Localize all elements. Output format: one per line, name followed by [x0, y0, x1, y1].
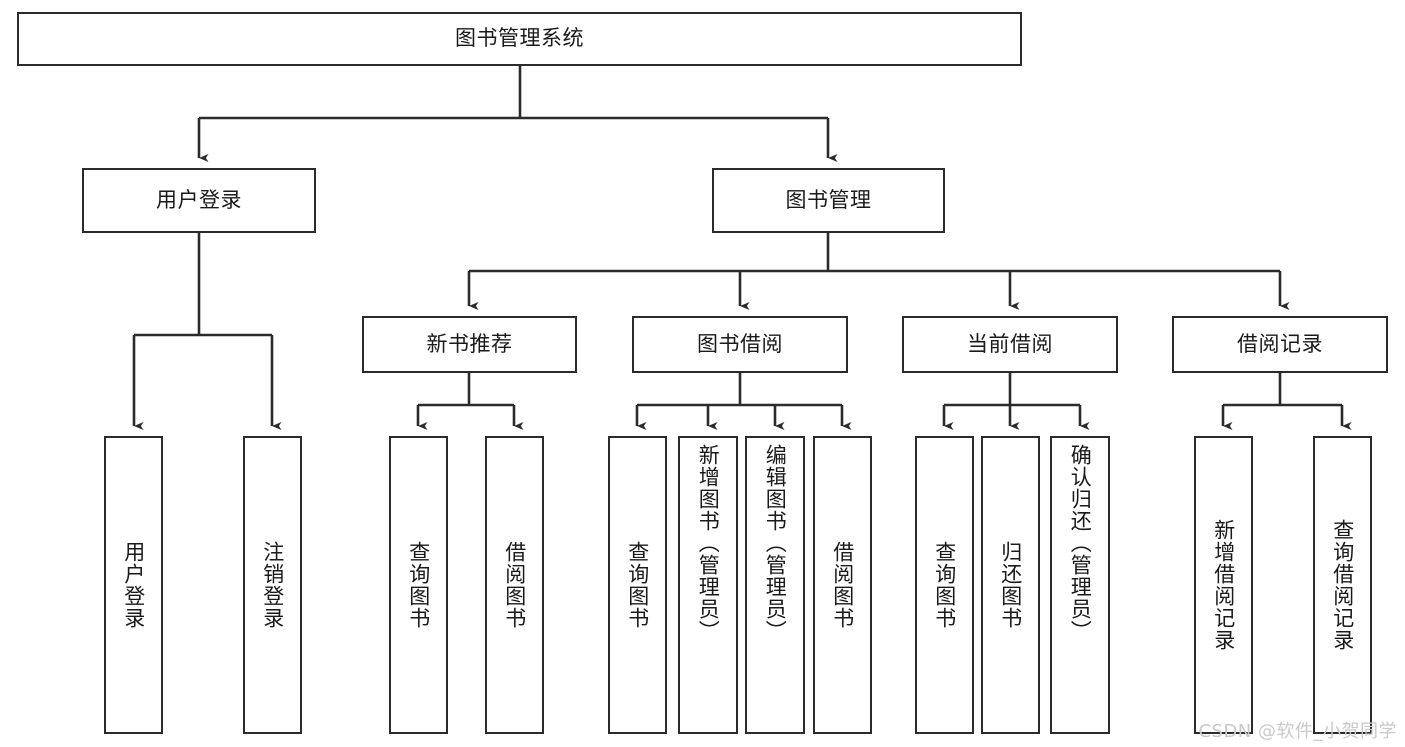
node-root-label: 图书管理系统	[455, 26, 584, 51]
node-book-borrow[interactable]: 图书借阅	[632, 316, 848, 373]
leaf-query-book-3[interactable]: 查询图书	[915, 436, 974, 734]
node-book-manage[interactable]: 图书管理	[712, 168, 945, 233]
leaf-query-book-3-label: 查询图书	[932, 541, 957, 629]
node-user-login[interactable]: 用户登录	[82, 168, 316, 233]
edge-group-book-borrow	[635, 373, 852, 430]
node-book-borrow-label: 图书借阅	[697, 331, 783, 356]
node-book-manage-label: 图书管理	[785, 187, 872, 212]
leaf-add-record[interactable]: 新增借阅记录	[1194, 436, 1253, 734]
node-borrow-record-label: 借阅记录	[1237, 331, 1323, 356]
edge-group-new-book-recommend	[416, 373, 524, 430]
leaf-user-login[interactable]: 用户登录	[104, 436, 163, 734]
leaf-user-logout[interactable]: 注销登录	[243, 436, 302, 734]
edge-group-user-login	[132, 233, 282, 430]
leaf-return-book[interactable]: 归还图书	[981, 436, 1040, 734]
leaf-query-book-1[interactable]: 查询图书	[389, 436, 448, 734]
leaf-return-book-label: 归还图书	[998, 541, 1023, 629]
leaf-add-book[interactable]: 新增图书（管理员）	[678, 436, 738, 734]
leaf-add-book-label: 新增图书（管理员）	[696, 444, 721, 642]
node-new-book-recommend-label: 新书推荐	[426, 331, 513, 356]
leaf-user-logout-label: 注销登录	[260, 541, 285, 629]
leaf-user-login-label: 用户登录	[121, 541, 146, 629]
edge-group-borrow-record	[1221, 373, 1352, 430]
leaf-query-record[interactable]: 查询借阅记录	[1313, 436, 1372, 734]
leaf-query-book-1-label: 查询图书	[406, 541, 431, 629]
leaf-add-record-label: 新增借阅记录	[1211, 519, 1236, 651]
leaf-query-book-2-label: 查询图书	[625, 541, 650, 629]
node-root[interactable]: 图书管理系统	[17, 12, 1022, 66]
leaf-edit-book[interactable]: 编辑图书（管理员）	[745, 436, 805, 734]
node-user-login-label: 用户登录	[156, 187, 242, 212]
edge-group-root	[197, 66, 838, 162]
node-borrow-record[interactable]: 借阅记录	[1172, 316, 1388, 373]
edge-group-current-borrow	[942, 373, 1090, 430]
leaf-confirm-return[interactable]: 确认归还（管理员）	[1050, 436, 1110, 734]
leaf-borrow-book-1-label: 借阅图书	[502, 541, 527, 629]
leaf-query-book-2[interactable]: 查询图书	[608, 436, 667, 734]
edge-group-book-manage	[467, 233, 1290, 310]
leaf-borrow-book-2[interactable]: 借阅图书	[813, 436, 872, 734]
node-new-book-recommend[interactable]: 新书推荐	[362, 316, 577, 373]
leaf-confirm-return-label: 确认归还（管理员）	[1068, 444, 1093, 642]
leaf-borrow-book-1[interactable]: 借阅图书	[485, 436, 544, 734]
leaf-query-record-label: 查询借阅记录	[1330, 519, 1355, 651]
leaf-edit-book-label: 编辑图书（管理员）	[763, 444, 788, 642]
node-current-borrow[interactable]: 当前借阅	[902, 316, 1118, 373]
node-current-borrow-label: 当前借阅	[967, 331, 1053, 356]
leaf-borrow-book-2-label: 借阅图书	[830, 541, 855, 629]
